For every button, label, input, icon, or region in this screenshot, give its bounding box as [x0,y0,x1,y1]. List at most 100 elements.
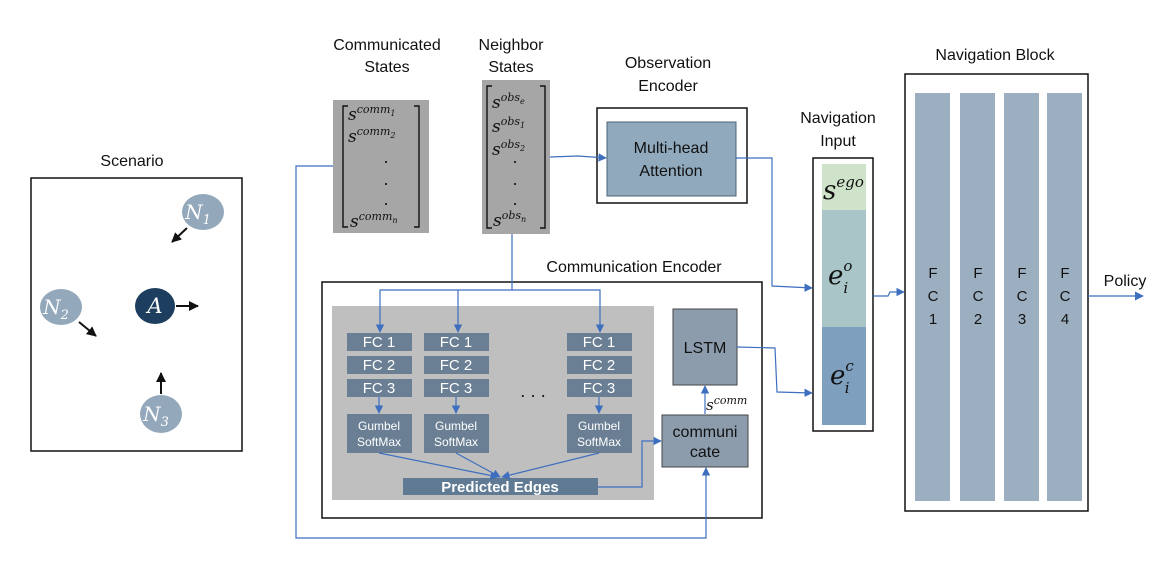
obs-state-2: sobs2 [492,138,525,160]
arrow-edges-communicate [598,436,662,488]
communicated-states-matrix [333,100,429,233]
svg-text:FC 3: FC 3 [363,380,396,397]
svg-text:FC 1: FC 1 [440,334,473,351]
svg-text:FC 1: FC 1 [363,334,396,351]
communicated-states-title-1: Communicated [333,37,441,54]
obs-state-n: sobsn [493,209,526,231]
n2-heading-arrow [78,321,97,337]
predicted-edges-bar [403,478,598,495]
navigation-input-title-2: Input [820,133,856,150]
svg-text:N3: N3 [142,402,169,430]
arrow-gumbel2-edges [455,452,501,478]
obs-dot-1: . [512,148,517,167]
fc4-column: F C 4 [1047,93,1082,501]
svg-text:FC 2: FC 2 [583,357,616,374]
svg-text:C: C [973,288,984,305]
comm-dot-3: . [383,190,388,209]
communicate-label-2: cate [690,444,720,461]
svg-text:F: F [928,265,937,282]
svg-text:C: C [1060,288,1071,305]
arrow-navinput-navblock [873,287,905,297]
obs-dot-3: . [512,190,517,209]
neighbor-n3: N3 [140,395,182,433]
svg-text:N2: N2 [42,295,69,323]
arrow-gumbeln-edges [501,452,600,480]
s-ego-label: sego [823,173,864,206]
policy-label: Policy [1104,273,1147,290]
nav-input-obs-segment [822,210,866,327]
arrow-neighbor-attention [549,153,607,162]
svg-text:FC 3: FC 3 [440,380,473,397]
obs-dot-2: . [512,170,517,189]
comm-left-bracket [342,105,348,228]
svg-text:A: A [145,294,162,318]
n1-heading-arrow [171,227,188,243]
svg-text:C: C [928,288,939,305]
svg-text:Gumbel: Gumbel [435,419,477,433]
attention-label-1: Multi-head [634,140,709,157]
svg-text:FC 2: FC 2 [363,357,396,374]
observation-encoder-title-2: Encoder [638,78,698,95]
navigation-input-title-1: Navigation [800,110,876,127]
neighbor-states-matrix [482,80,550,234]
stack-ellipsis: . . . [520,382,545,401]
comm-right-bracket [414,105,420,228]
svg-text:FC 2: FC 2 [440,357,473,374]
nav-input-comm-segment [822,327,866,425]
comm-dot-1: . [383,148,388,167]
svg-text:4: 4 [1061,311,1069,328]
nav-input-ego-segment [822,164,866,210]
communicate-block [661,414,749,468]
comm-state-2: scomm2 [348,125,395,147]
arrow-lstm-navinput [736,346,813,397]
predicted-edges-label: Predicted Edges [441,479,559,496]
lstm-block [672,308,738,386]
svg-text:Gumbel: Gumbel [358,419,400,433]
obs-state-e: sobse [492,91,525,113]
neighbor-states-title-1: Neighbor [479,37,545,54]
obs-right-bracket [540,85,546,229]
obs-state-1: sobs1 [492,115,525,137]
svg-text:F: F [1060,265,1069,282]
neighbor-n1: N1 [182,194,224,230]
arrow-neighbor-fc1 [375,234,513,333]
arrow-neighbor-fcn [512,289,605,333]
fc-stack-1: FC 1 FC 2 FC 3 Gumbel SoftMax [347,333,412,453]
comm-state-1: scomm1 [348,103,395,125]
svg-text:SoftMax: SoftMax [357,435,401,449]
observation-encoder-title-1: Observation [625,55,711,72]
attention-label-2: Attention [639,163,702,180]
s-comm-label: scomm [706,394,747,414]
arrow-gumbel1-edges [378,452,499,480]
obs-left-bracket [486,85,492,229]
svg-text:2: 2 [974,311,982,328]
lstm-label: LSTM [684,340,727,357]
fc-stack-2: FC 1 FC 2 FC 3 Gumbel SoftMax [424,333,489,453]
scenario-title: Scenario [100,153,163,170]
fc2-column: F C 2 [960,93,995,501]
svg-text:F: F [973,265,982,282]
svg-text:SoftMax: SoftMax [434,435,478,449]
arrow-attention-navinput [736,157,813,292]
svg-text:Gumbel: Gumbel [578,419,620,433]
svg-text:SoftMax: SoftMax [577,435,621,449]
agent-a: A [135,288,175,324]
neighbor-n2: N2 [40,289,82,325]
fc1-column: F C 1 [915,93,950,501]
fc-stack-n: FC 1 FC 2 FC 3 Gumbel SoftMax [567,333,632,453]
multi-head-attention-block [606,121,737,197]
scenario-box [30,177,243,452]
svg-text:FC 1: FC 1 [583,334,616,351]
fc3-column: F C 3 [1004,93,1039,501]
communication-encoder-title: Communication Encoder [546,259,722,276]
neighbor-states-title-2: States [488,59,533,76]
svg-text:3: 3 [1018,311,1026,328]
comm-dot-2: . [383,170,388,189]
communicated-states-title-2: States [364,59,409,76]
svg-text:N1: N1 [184,200,211,228]
comm-state-n: scommn [350,210,398,232]
